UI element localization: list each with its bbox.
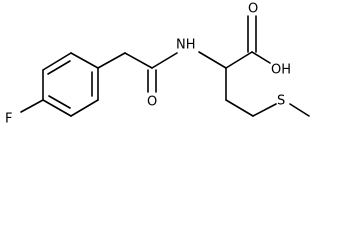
acid-oxygen-label: O — [248, 2, 258, 17]
bond-ring-ch2 — [97, 52, 126, 69]
ring-bond — [42, 99, 72, 117]
fluorine-atom-label: F — [5, 112, 12, 127]
bond-sulfur-methyl — [289, 103, 310, 117]
bond-carboxyl-hydroxyl — [251, 51, 271, 64]
acid-hydroxyl-label: OH — [271, 63, 291, 78]
sulfur-atom-label: S — [277, 94, 285, 109]
bond-carbonyl-nitrogen — [151, 52, 178, 69]
amide-nitrogen-label: NH — [176, 38, 196, 53]
bond-ch2-carbonyl — [124, 52, 153, 69]
bond-nitrogen-alpha-carbon — [198, 51, 227, 69]
ring-double-bond — [47, 60, 71, 75]
molecule-diagram: F O NH O OH S — [5, 2, 310, 127]
ring-double-bond — [48, 95, 71, 109]
ring-bond — [70, 52, 99, 69]
bond-side-chain-ch2 — [225, 99, 254, 117]
ring-bond — [42, 52, 72, 71]
amide-oxygen-label: O — [147, 95, 157, 110]
benzene-ring — [42, 52, 99, 117]
bond-ch2-sulfur — [252, 103, 277, 117]
bond-ring-fluorine — [20, 99, 44, 113]
bond-alpha-carboxyl — [225, 51, 253, 69]
ring-bond — [70, 99, 99, 117]
